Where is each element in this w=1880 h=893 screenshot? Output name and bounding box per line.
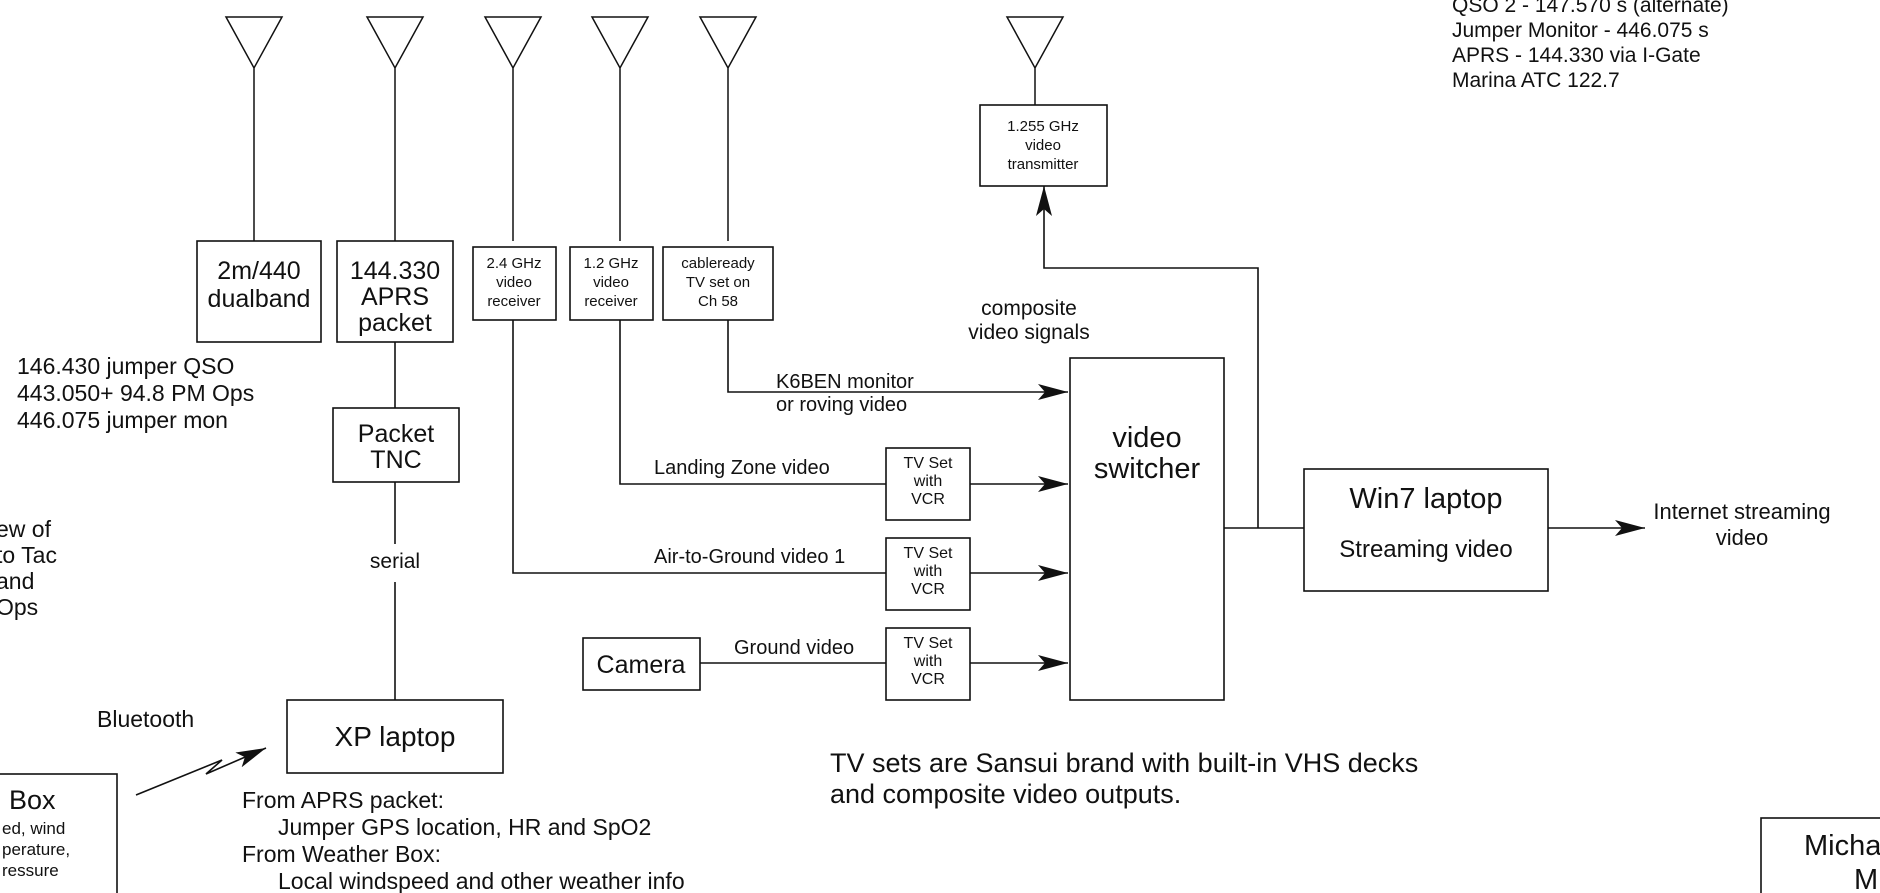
aprs-radio-label: packet [358, 309, 432, 337]
dualband-radio-box [196, 240, 322, 343]
left-partial-line: Ops [0, 594, 38, 620]
line-cableready-switcher [727, 320, 1068, 400]
cableready-label: TV set on [686, 274, 750, 291]
left-partial-line: and [0, 568, 34, 594]
rx-12ghz-label: receiver [584, 293, 637, 310]
win7-subtitle: Streaming video [1339, 536, 1512, 563]
tv-note-line: and composite video outputs. [830, 779, 1181, 809]
xp-note-line: From APRS packet: [242, 787, 444, 813]
transmitter-label: video [1025, 137, 1061, 154]
antenna-icon [698, 16, 758, 241]
win7-title: Win7 laptop [1349, 483, 1502, 515]
packet-tnc-box [332, 407, 460, 483]
video-switcher-label: video [1112, 422, 1181, 454]
tvset-label: TV Set [904, 545, 953, 562]
tvset-1-box [885, 447, 971, 521]
tvset-label: VCR [911, 671, 945, 688]
transmitter-label: transmitter [1008, 156, 1079, 173]
xp-laptop-box [286, 699, 504, 774]
dualband-label: dualband [208, 285, 311, 313]
rx-24ghz-box [472, 246, 557, 321]
weather-box-line: perature, [2, 840, 70, 859]
tvset-2-box [885, 537, 971, 611]
win7-laptop-box [1303, 468, 1549, 592]
weather-box-line: ed, wind [2, 819, 65, 838]
antenna-icon [590, 16, 650, 241]
rx-12ghz-label: video [593, 274, 629, 291]
note-line: Marina ATC 122.7 [1452, 69, 1620, 92]
weather-box [0, 773, 118, 893]
rx-12ghz-label: 1.2 GHz [583, 255, 638, 272]
ground-video-label: Ground video [734, 637, 854, 659]
xp-note-line: Local windspeed and other weather info [278, 868, 685, 893]
tvset-label: with [913, 653, 942, 670]
tvset-label: TV Set [904, 635, 953, 652]
landing-zone-label: Landing Zone video [654, 457, 830, 479]
note-line: APRS - 144.330 via I-Gate [1452, 44, 1701, 67]
transmitter-label: 1.255 GHz [1007, 118, 1079, 135]
composite-label: video signals [968, 321, 1089, 344]
transmitter-box [979, 104, 1108, 187]
internet-label: video [1716, 525, 1769, 550]
antenna-icon [224, 16, 284, 241]
camera-box [582, 637, 701, 691]
line-rx24-tvset [512, 320, 886, 574]
xp-laptop-label: XP laptop [335, 721, 456, 752]
line-to-transmitter [1036, 186, 1259, 528]
freq-line: 146.430 jumper QSO [17, 353, 234, 379]
rx-12ghz-box [569, 246, 654, 321]
air-to-ground-label: Air-to-Ground video 1 [654, 546, 845, 568]
dualband-label: 2m/440 [217, 257, 300, 285]
credit-line: M [1854, 864, 1878, 893]
cableready-label: cableready [681, 255, 755, 272]
tvset-label: with [913, 563, 942, 580]
bluetooth-label: Bluetooth [97, 706, 194, 732]
cableready-label: Ch 58 [698, 293, 738, 310]
weather-box-line: ressure [2, 861, 59, 880]
aprs-radio-box [336, 240, 454, 343]
xp-note-line: From Weather Box: [242, 841, 441, 867]
composite-label: composite [981, 297, 1077, 320]
bluetooth-link [135, 747, 267, 796]
packet-tnc-label: TNC [370, 446, 421, 474]
video-switcher-label: switcher [1094, 453, 1201, 485]
tvset-label: VCR [911, 491, 945, 508]
freq-line: 443.050+ 94.8 PM Ops [17, 380, 254, 406]
serial-label: serial [370, 550, 420, 573]
rx-24ghz-label: video [496, 274, 532, 291]
rx-24ghz-label: receiver [487, 293, 540, 310]
tvset-label: VCR [911, 581, 945, 598]
video-switcher-box [1069, 357, 1225, 701]
cableready-box [662, 246, 774, 321]
aprs-radio-label: APRS [361, 283, 429, 311]
note-line: QSO 2 - 147.570 s (alternate) [1452, 0, 1729, 17]
antenna-icon [483, 16, 543, 241]
left-partial-line: to Tac [0, 542, 57, 568]
k6ben-label: or roving video [776, 394, 907, 416]
tvset-label: with [913, 473, 942, 490]
weather-box-title: Box [9, 785, 56, 815]
packet-tnc-label: Packet [358, 420, 434, 448]
camera-label: Camera [597, 651, 686, 679]
rx-24ghz-label: 2.4 GHz [486, 255, 541, 272]
note-line: Jumper Monitor - 446.075 s [1452, 19, 1709, 42]
tvset-3-box [885, 627, 971, 701]
antenna-icon [1005, 16, 1065, 105]
credit-box [1760, 817, 1880, 893]
antenna-icon [365, 16, 425, 241]
k6ben-label: K6BEN monitor [776, 371, 914, 393]
line-rx12-tvset [619, 320, 886, 485]
left-partial-line: ew of [0, 516, 52, 542]
tvset-label: TV Set [904, 455, 953, 472]
xp-note-line: Jumper GPS location, HR and SpO2 [278, 814, 651, 840]
aprs-radio-label: 144.330 [350, 257, 440, 285]
credit-line: Micha [1804, 830, 1880, 862]
tv-note-line: TV sets are Sansui brand with built-in V… [830, 748, 1418, 778]
freq-line: 446.075 jumper mon [17, 407, 228, 433]
internet-label: Internet streaming [1653, 499, 1830, 524]
